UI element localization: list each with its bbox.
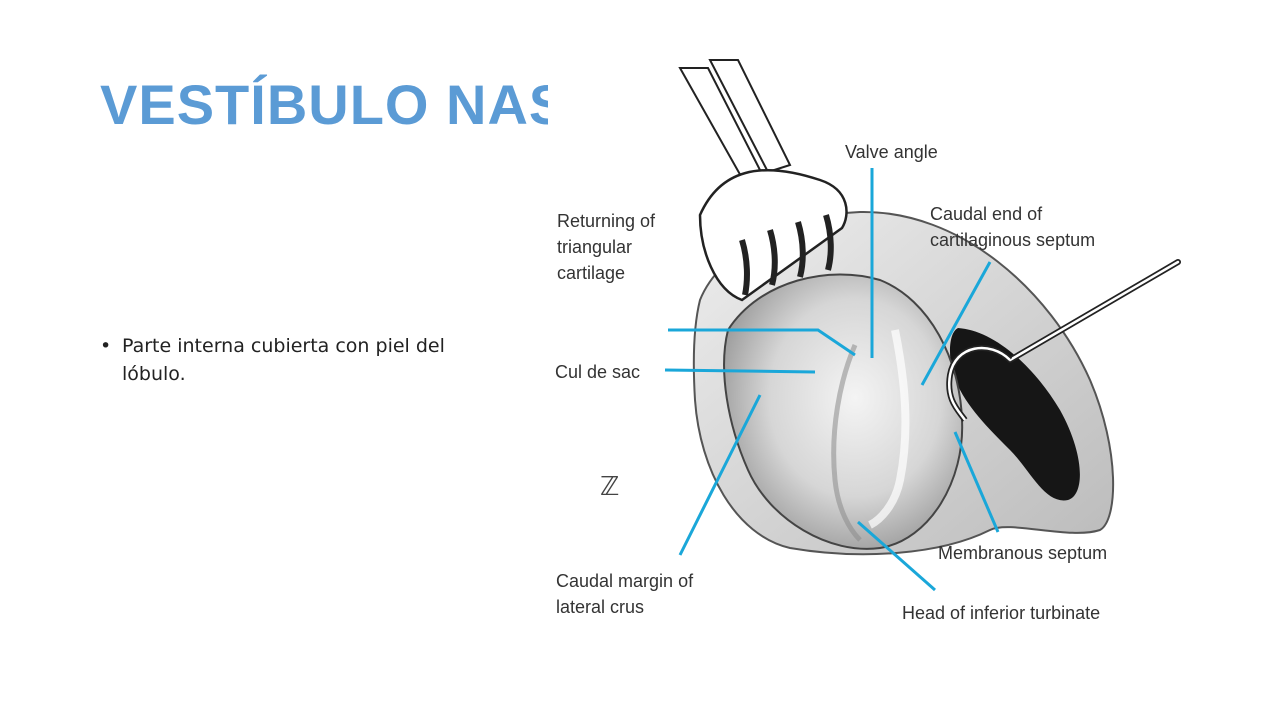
label-returning-line1: Returning of	[557, 211, 656, 231]
label-cul-de-sac: Cul de sac	[555, 362, 640, 382]
signature-mark: ℤ	[600, 471, 619, 501]
leader-head-turbinate	[857, 520, 936, 592]
label-caudal-margin-line1: Caudal margin of	[556, 571, 694, 591]
leader-returning	[668, 328, 856, 357]
leader-caudal-margin	[678, 394, 762, 556]
label-caudal-end-line1: Caudal end of	[930, 204, 1043, 224]
nasal-cavity-dark	[950, 328, 1080, 501]
septal-ridge	[831, 344, 862, 542]
label-returning-line2: triangular	[557, 237, 632, 257]
hook-instrument	[946, 259, 1181, 422]
bullet-item: Parte interna cubierta con piel del lóbu…	[100, 332, 460, 388]
retractor-instrument	[678, 59, 848, 302]
label-valve-angle: Valve angle	[845, 142, 938, 162]
label-caudal-end-line2: cartilaginous septum	[930, 230, 1095, 250]
leader-membranous	[953, 431, 1000, 533]
leader-cul-de-sac	[664, 368, 816, 374]
bullet-list: Parte interna cubierta con piel del lóbu…	[100, 332, 460, 388]
label-membranous-septum: Membranous septum	[938, 543, 1107, 563]
label-head-inferior-turbinate: Head of inferior turbinate	[902, 603, 1100, 623]
anatomy-illustration: Valve angle Returning of triangular cart…	[548, 36, 1192, 668]
label-caudal-margin-line2: lateral crus	[556, 597, 644, 617]
leader-caudal-end	[920, 261, 992, 386]
leader-lines	[664, 168, 1000, 592]
label-returning-line3: cartilage	[557, 263, 625, 283]
turbinate-ridge	[867, 329, 910, 529]
